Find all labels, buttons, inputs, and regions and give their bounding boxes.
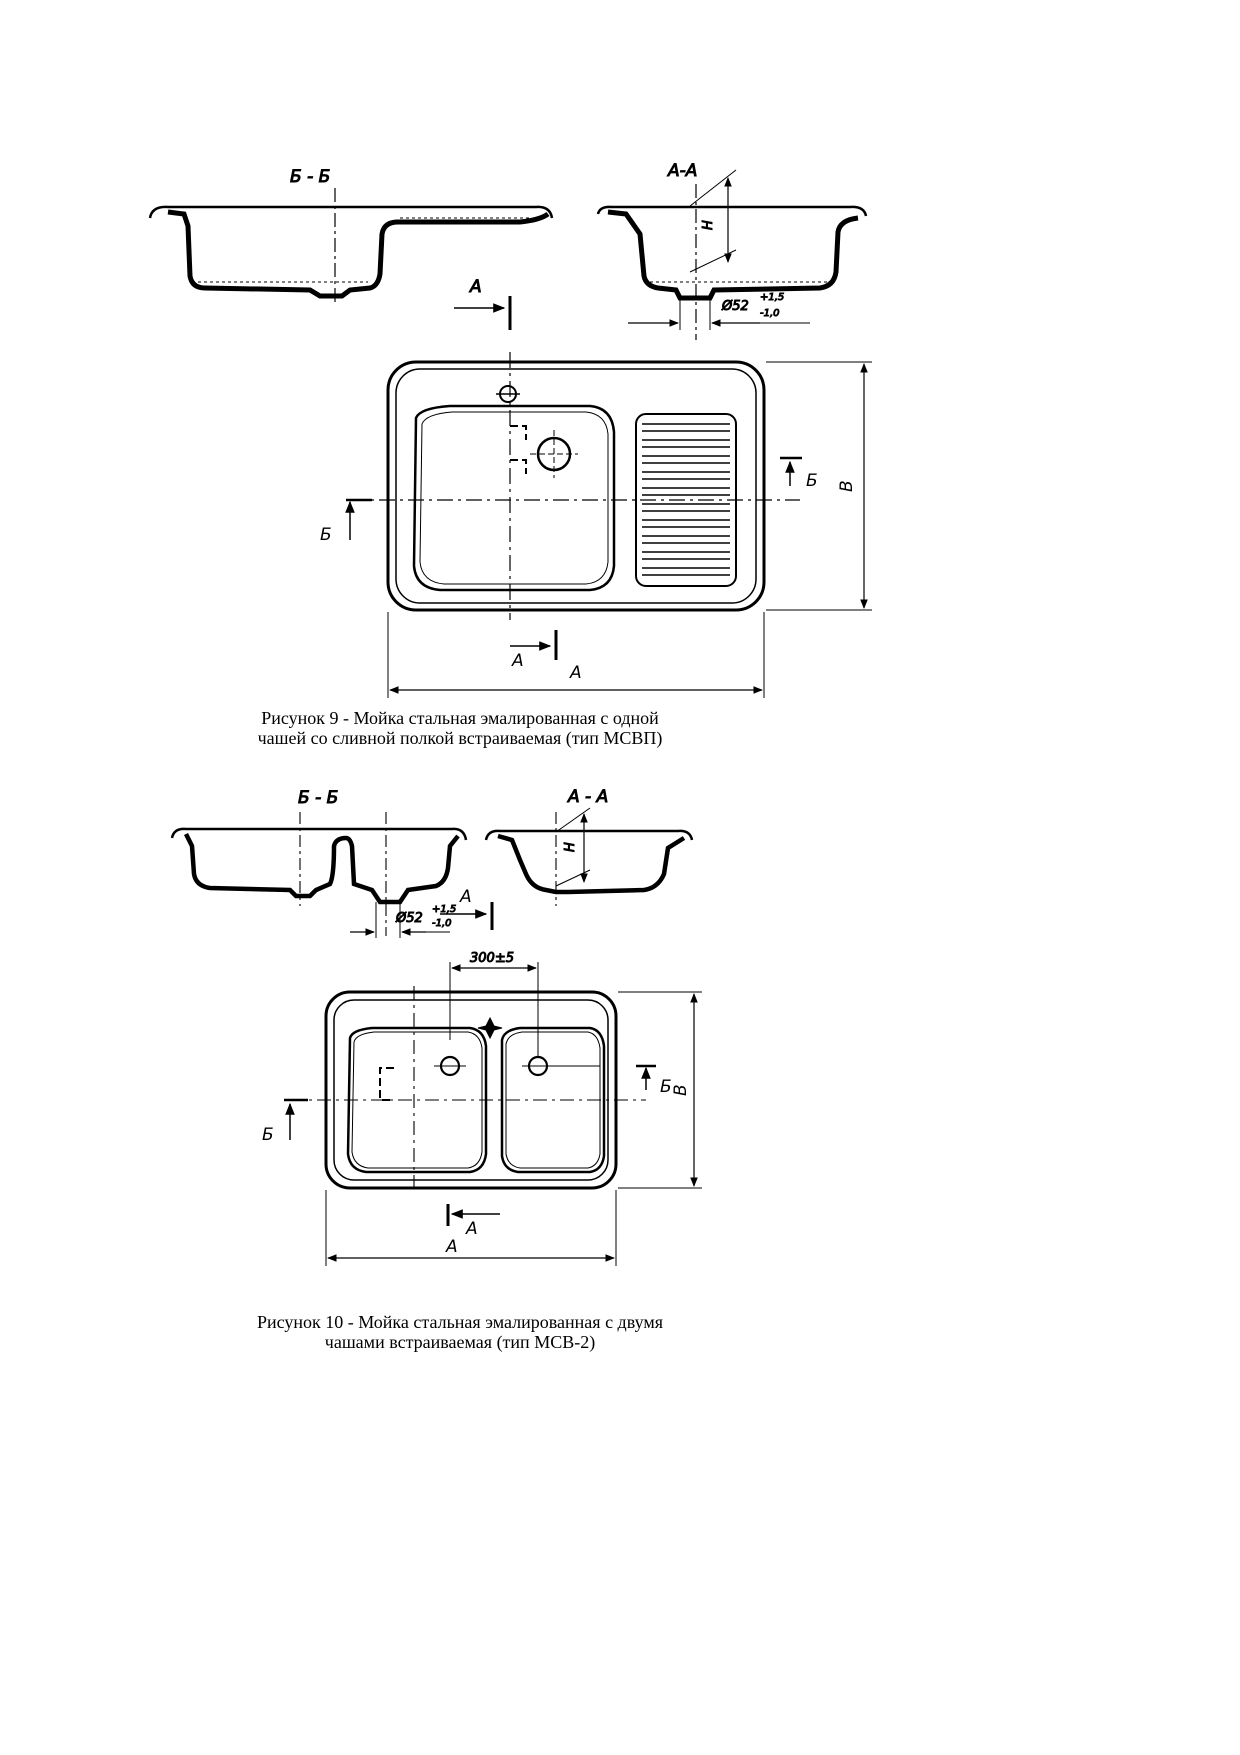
fig10-cut-a-bottom-label: А: [465, 1219, 478, 1239]
fig9-drain-diameter: Ø52: [721, 299, 749, 314]
fig9-section-bb-label: Б - Б: [290, 167, 330, 187]
fig10-dimension-width-label: А: [445, 1237, 458, 1257]
figure-10-caption-line1: Рисунок 10 - Мойка стальная эмалированна…: [256, 1312, 664, 1332]
fig9-drainboard-ribs: [642, 423, 730, 576]
fig9-tolerance-plus: +1,5: [760, 292, 784, 303]
fig10-cut-b-left-label: Б: [262, 1125, 274, 1145]
fig10-dimension-depth-label: В: [671, 1084, 691, 1096]
fig9-h-label: Н: [701, 220, 716, 230]
fig10-tolerance-plus: +1,5: [432, 904, 456, 915]
fig10-section-bb-label: Б - Б: [298, 788, 338, 808]
figure-10: Б - Б Ø52 +1,5 -1,0 А А - А: [170, 787, 702, 1266]
figure-9-caption: Рисунок 9 - Мойка стальная эмалированная…: [110, 708, 810, 748]
fig10-plan-view: [284, 986, 702, 1266]
fig9-section-bb: Б - Б: [148, 167, 554, 302]
fig10-bowl-spacing-dimension: 300±5: [449, 951, 539, 1056]
fig9-cut-b-right-label: Б: [806, 471, 818, 491]
fig9-cut-b-left-label: Б: [320, 525, 332, 545]
figure-9-caption-line1: Рисунок 9 - Мойка стальная эмалированная…: [261, 708, 659, 728]
fig9-cut-a-bottom-label: А: [511, 651, 524, 671]
fig10-spacing-label: 300±5: [470, 951, 514, 966]
fig10-cut-a-top-label: А: [459, 887, 472, 907]
fig9-dimension-width-label: А: [569, 663, 582, 683]
figure-9: Б - Б А-А Н Ø52 +1,5: [148, 161, 872, 698]
fig10-section-aa: А - А Н: [484, 787, 694, 906]
fig9-section-aa: А-А Н Ø52 +1,5 -1,0: [596, 161, 868, 340]
figure-9-caption-line2: чашей со сливной полкой встраиваемая (ти…: [257, 728, 663, 748]
fig10-drain-diameter: Ø52: [395, 911, 423, 926]
fig9-tolerance-minus: -1,0: [760, 308, 780, 319]
fig9-dimension-depth-label: В: [837, 480, 857, 492]
fig10-cut-b-right-label: Б: [660, 1077, 672, 1097]
fig9-plan-view: [345, 352, 872, 698]
fig10-tolerance-minus: -1,0: [432, 918, 452, 929]
fig10-h-label: Н: [563, 842, 578, 852]
fig10-section-aa-label: А - А: [567, 787, 608, 807]
figure-10-caption-line2: чашами встраиваемая (тип МСВ-2): [324, 1332, 596, 1352]
fig10-section-bb: Б - Б Ø52 +1,5 -1,0: [170, 788, 494, 938]
fig9-cut-marker-a-top: А: [454, 277, 512, 330]
fig9-section-aa-label: А-А: [667, 161, 697, 181]
figure-10-caption: Рисунок 10 - Мойка стальная эмалированна…: [110, 1312, 810, 1352]
fig9-cut-a-top-label: А: [469, 277, 482, 297]
